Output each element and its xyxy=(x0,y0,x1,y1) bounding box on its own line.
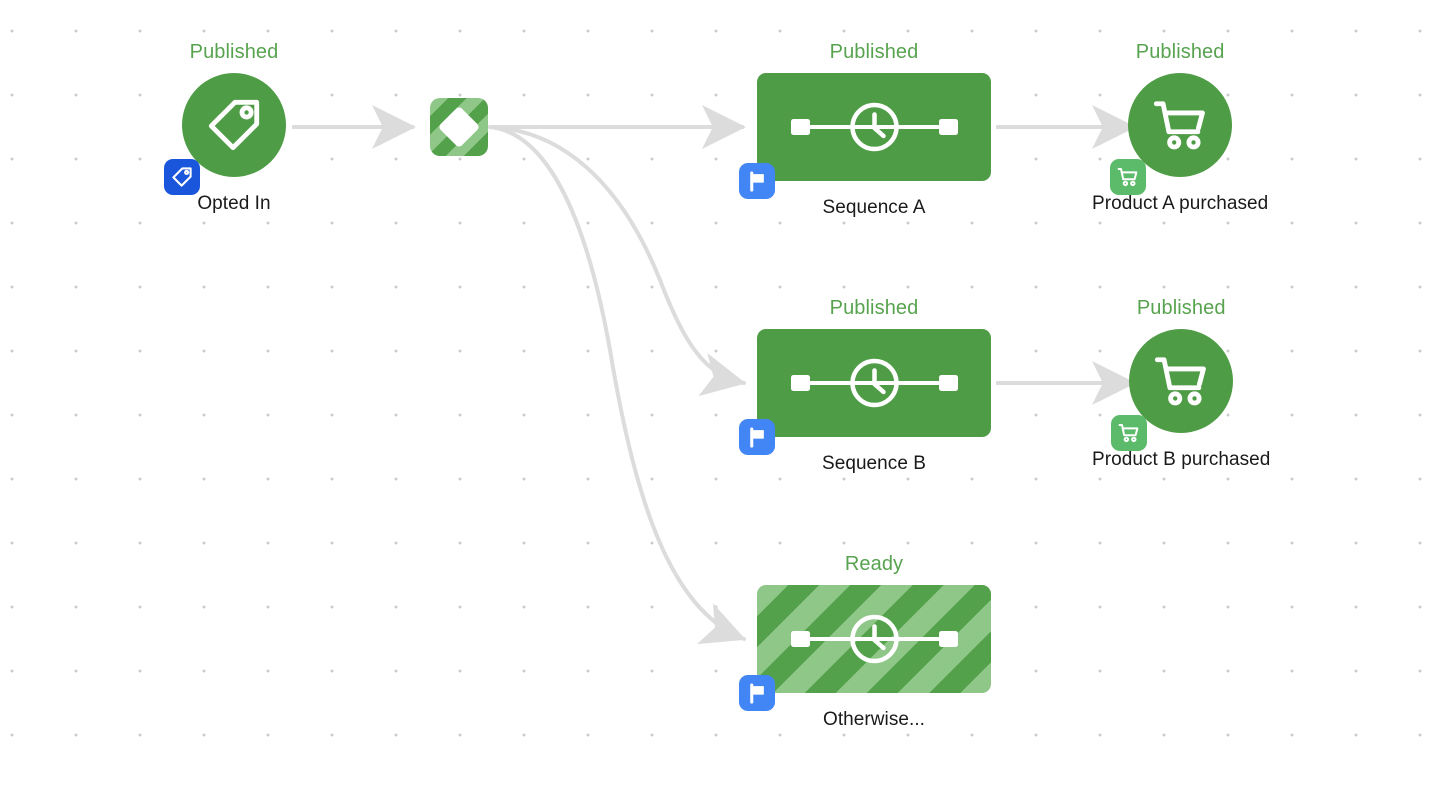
node-shape[interactable] xyxy=(739,329,991,455)
diamond-icon xyxy=(437,105,481,149)
node-status-label: Published xyxy=(189,41,279,63)
node-opted-in[interactable]: Published Opted In xyxy=(164,40,286,215)
node-status-label: Published xyxy=(1136,297,1226,319)
node-shape[interactable] xyxy=(430,98,488,156)
flag-badge-icon xyxy=(749,683,764,704)
node-caption: Product B purchased xyxy=(1092,449,1271,470)
clock-sequence-icon xyxy=(790,614,958,664)
clock-sequence-icon xyxy=(790,358,958,408)
node-caption: Sequence B xyxy=(821,453,927,474)
cart-badge[interactable] xyxy=(1110,159,1147,195)
rect-shape[interactable] xyxy=(757,585,991,693)
circle-shape[interactable] xyxy=(1129,329,1234,433)
node-status-label: Published xyxy=(829,41,919,63)
decision-diamond-shape[interactable] xyxy=(430,98,488,156)
rect-shape[interactable] xyxy=(757,73,991,181)
flag-badge-icon xyxy=(749,171,764,192)
node-otherwise[interactable]: Ready Otherwise... xyxy=(739,552,991,731)
node-shape[interactable] xyxy=(739,585,991,711)
rect-shape[interactable] xyxy=(757,329,991,437)
node-shape[interactable] xyxy=(1111,329,1234,451)
flag-badge-icon xyxy=(749,427,764,448)
flag-badge[interactable] xyxy=(739,163,775,199)
shopping-cart-icon xyxy=(1154,101,1206,150)
node-sequence-b[interactable]: Published Sequence B xyxy=(739,296,991,475)
circle-shape[interactable] xyxy=(182,73,286,177)
edge-decision-to-otherwise xyxy=(488,125,746,645)
node-decision[interactable] xyxy=(430,98,488,156)
node-shape[interactable] xyxy=(164,73,286,195)
node-caption: Opted In xyxy=(197,193,271,214)
node-shape[interactable] xyxy=(1110,73,1233,195)
node-caption: Sequence A xyxy=(822,197,926,218)
node-caption: Product A purchased xyxy=(1092,193,1269,214)
node-status-label: Published xyxy=(1135,41,1225,63)
node-status-label: Published xyxy=(829,297,919,319)
flag-badge[interactable] xyxy=(739,419,775,455)
node-status-label: Ready xyxy=(844,553,904,575)
cart-badge-icon xyxy=(1117,168,1138,187)
tag-badge-icon xyxy=(172,167,192,187)
node-product-a[interactable]: Published Product A purchased xyxy=(1092,40,1268,215)
node-product-b[interactable]: Published Product B purchased xyxy=(1092,296,1270,471)
flag-badge[interactable] xyxy=(739,675,775,711)
node-caption: Otherwise... xyxy=(823,709,925,730)
shopping-cart-icon xyxy=(1155,357,1207,406)
tag-icon xyxy=(208,99,260,151)
edge-decision-to-sequence-b xyxy=(488,125,746,397)
tag-badge[interactable] xyxy=(164,159,200,195)
node-sequence-a[interactable]: Published Sequence A xyxy=(739,40,991,219)
cart-badge[interactable] xyxy=(1111,415,1148,451)
clock-sequence-icon xyxy=(790,102,958,152)
cart-badge-icon xyxy=(1118,424,1139,443)
node-shape[interactable] xyxy=(739,73,991,199)
circle-shape[interactable] xyxy=(1128,73,1233,177)
